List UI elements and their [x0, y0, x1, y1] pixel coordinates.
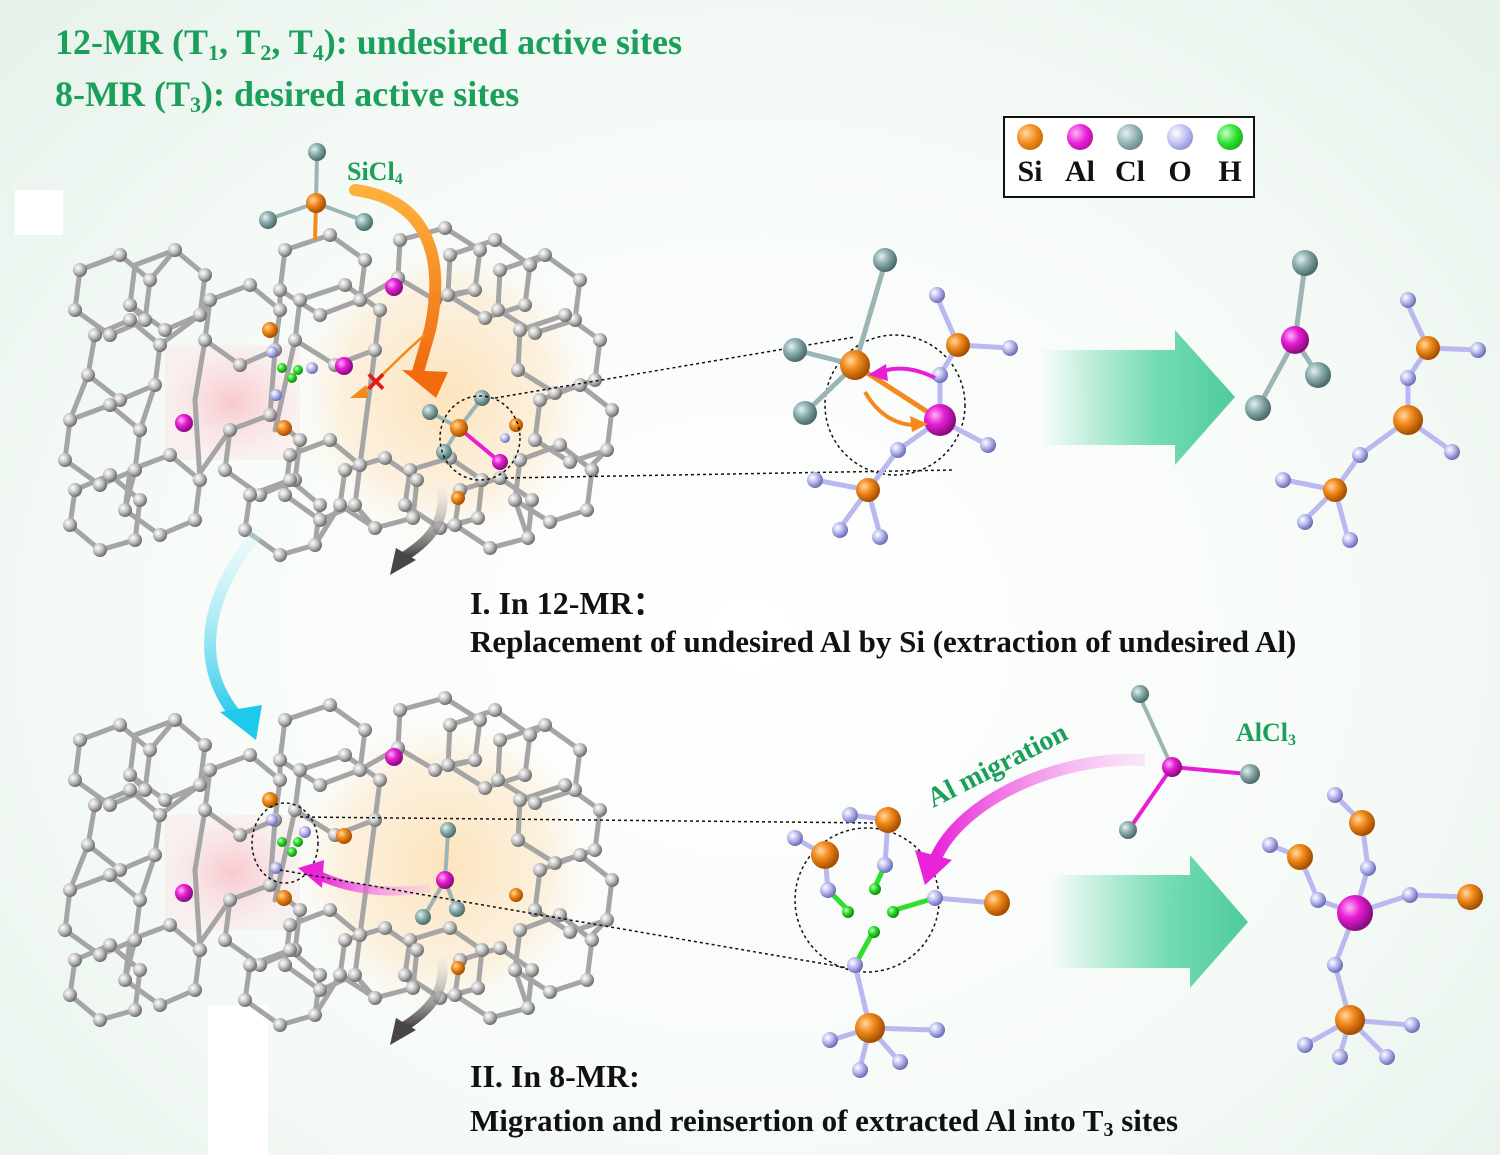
legend-label: Si — [1017, 155, 1043, 188]
si-site — [262, 322, 278, 338]
step2-title: II. In 8-MR: — [470, 1058, 640, 1094]
zoom-circle — [439, 395, 521, 481]
product-step2 — [1262, 787, 1483, 1065]
legend-item-al: Al — [1055, 124, 1105, 190]
zoom-view-step2 — [787, 807, 1010, 1078]
al-site-12mr — [385, 278, 403, 296]
si-site — [509, 418, 523, 432]
alcl3-molecule — [1119, 685, 1260, 839]
cl-dot-icon — [1117, 124, 1143, 150]
step1-description: Replacement of undesired Al by Si (extra… — [470, 624, 1297, 659]
legend-label: Cl — [1115, 155, 1145, 188]
h-dot-icon — [1217, 124, 1243, 150]
o-dot-icon — [1167, 124, 1193, 150]
si-site — [451, 491, 465, 505]
sicl4-molecule — [259, 143, 373, 241]
product-step1 — [1245, 250, 1486, 548]
zeolite-framework-top — [58, 221, 619, 562]
process-arrow — [1050, 855, 1248, 988]
step2-description: Migration and reinsertion of extracted A… — [470, 1103, 1179, 1141]
sicl4-entry-arrow — [349, 184, 442, 378]
sicl4-label: SiCl4 — [347, 157, 403, 188]
al-site-12mr — [335, 357, 353, 375]
process-arrow — [1040, 330, 1235, 465]
step1-title: I. In 12-MR： — [470, 585, 665, 621]
si-dot-icon — [1017, 124, 1043, 150]
white-patch — [15, 190, 63, 235]
zoom-line — [279, 869, 861, 971]
alcl3-label: AlCl3 — [1236, 718, 1296, 749]
atom-legend: Si Al Cl O H — [1003, 116, 1255, 198]
zoom-circle — [824, 334, 966, 476]
sicl4-in-cage — [422, 390, 510, 470]
si-site — [276, 420, 292, 436]
legend-label: Al — [1065, 155, 1095, 188]
white-patch — [208, 1005, 268, 1155]
8mr-highlight — [165, 345, 300, 460]
blocked-cross: × — [366, 363, 386, 401]
header-line-8mr: 8-MR (T3): desired active sites — [55, 74, 520, 117]
legend-item-o: O — [1155, 124, 1205, 190]
legend-item-si: Si — [1005, 124, 1055, 190]
legend-label: O — [1168, 155, 1192, 188]
zoom-line — [299, 816, 879, 824]
legend-item-h: H — [1205, 124, 1255, 190]
zeolite-framework-bottom — [58, 691, 619, 1045]
bronsted-h-cluster — [266, 346, 318, 401]
al-site-8mr — [175, 414, 193, 432]
al-dot-icon — [1067, 124, 1093, 150]
legend-item-cl: Cl — [1105, 124, 1155, 190]
exit-arrow — [402, 476, 448, 561]
blocked-path — [361, 334, 426, 394]
transition-arrow — [204, 526, 265, 725]
zoom-view-step1 — [783, 248, 1018, 545]
al-migration-arrow — [929, 753, 1146, 863]
legend-label: H — [1218, 155, 1242, 188]
header-line-12mr: 12-MR (T1, T2, T4): undesired active sit… — [55, 22, 683, 65]
zoom-line — [494, 336, 856, 399]
